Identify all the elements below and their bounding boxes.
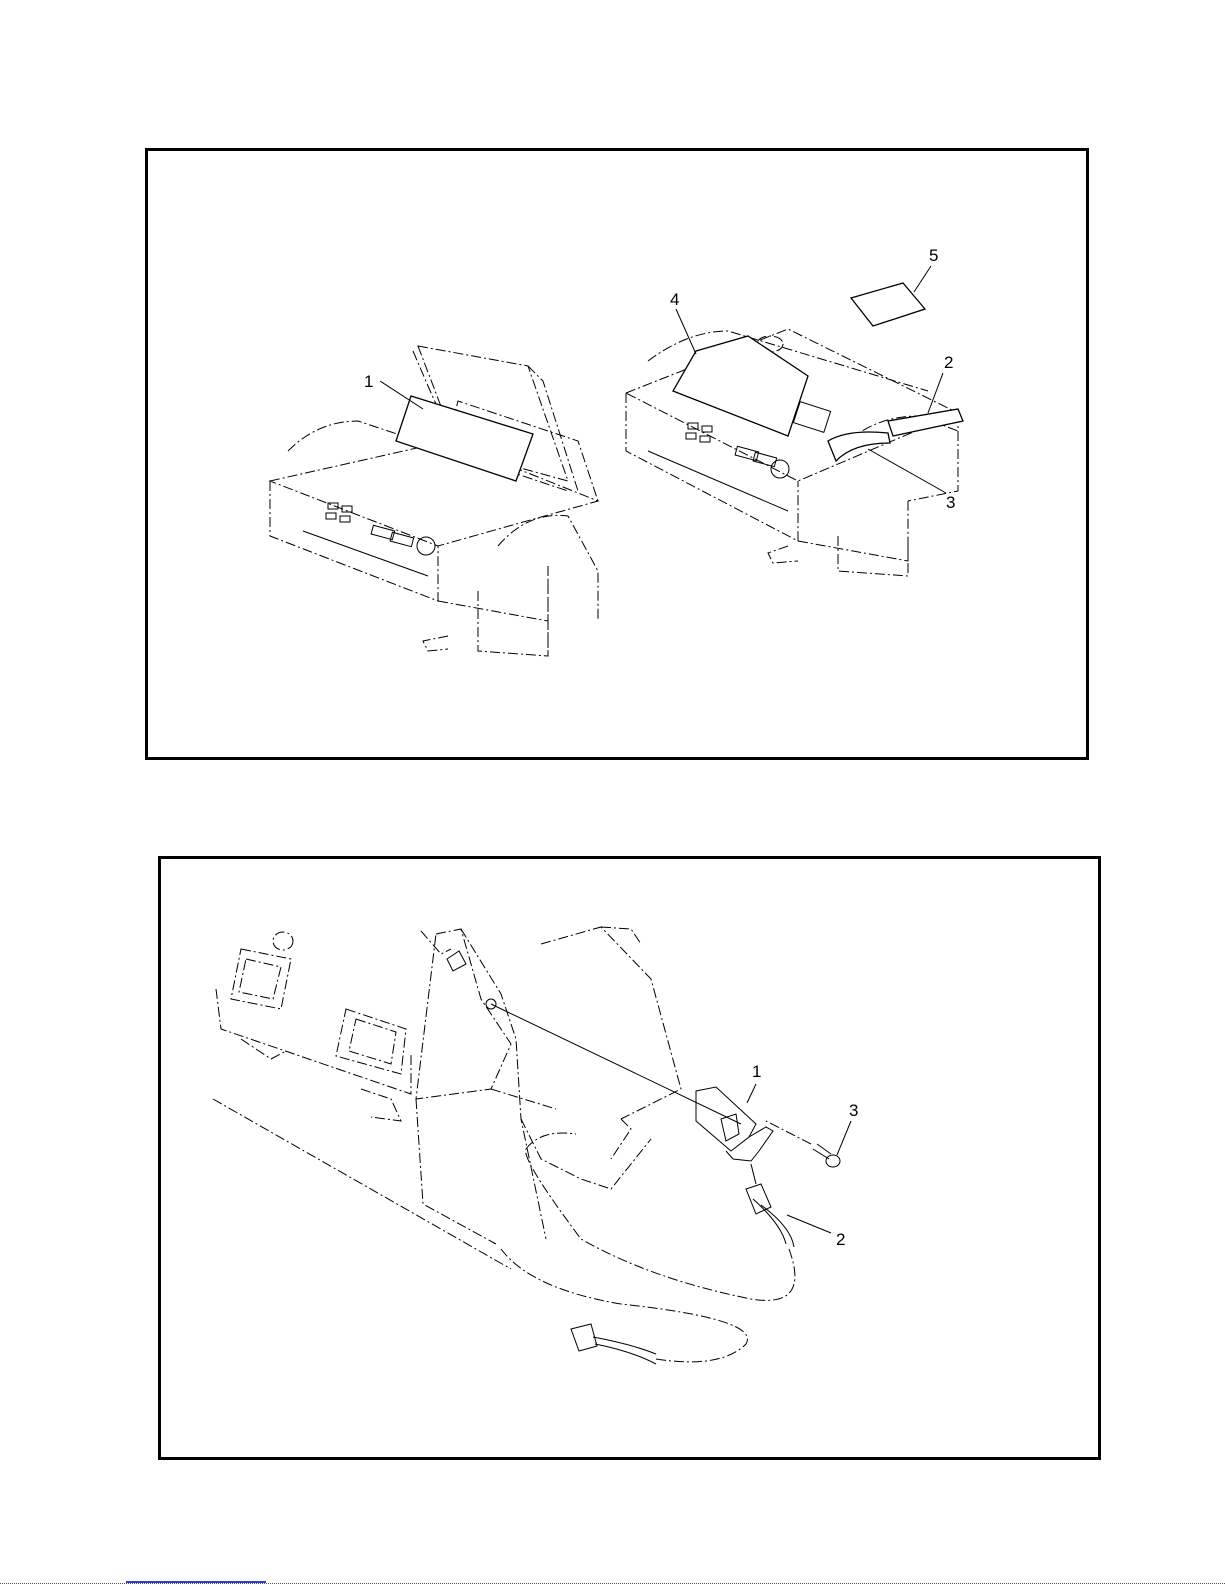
- sensor-assembly-diagram: [161, 859, 1098, 1457]
- printer-label-diagram: [148, 151, 1086, 757]
- top-figure-panel: 1 2 3 4 5: [145, 148, 1089, 760]
- bottom-figure-panel: 1 2 3: [158, 856, 1101, 1460]
- callout-2: 2: [944, 354, 953, 371]
- leader-3: [837, 1121, 851, 1155]
- callout-5: 5: [929, 247, 938, 264]
- printer-open-cover-drawing: [270, 346, 598, 656]
- callout-3: 3: [946, 494, 955, 511]
- callout-1: 1: [752, 1063, 761, 1080]
- callout-4: 4: [670, 291, 679, 308]
- chassis-drawing: [213, 927, 741, 1269]
- footer-link-underline[interactable]: [126, 1581, 266, 1583]
- page-footer-divider: [0, 1583, 1225, 1584]
- sensor-bracket-drawing: [696, 1087, 773, 1184]
- callout-1: 1: [364, 373, 373, 390]
- printer-closed-cover-drawing: [626, 266, 963, 576]
- sensor-cable-drawing: [501, 1133, 795, 1364]
- leader-2: [787, 1215, 831, 1233]
- callout-3: 3: [849, 1102, 858, 1119]
- callout-2: 2: [836, 1231, 845, 1248]
- leader-1: [747, 1084, 756, 1103]
- screw-drawing: [766, 1121, 840, 1167]
